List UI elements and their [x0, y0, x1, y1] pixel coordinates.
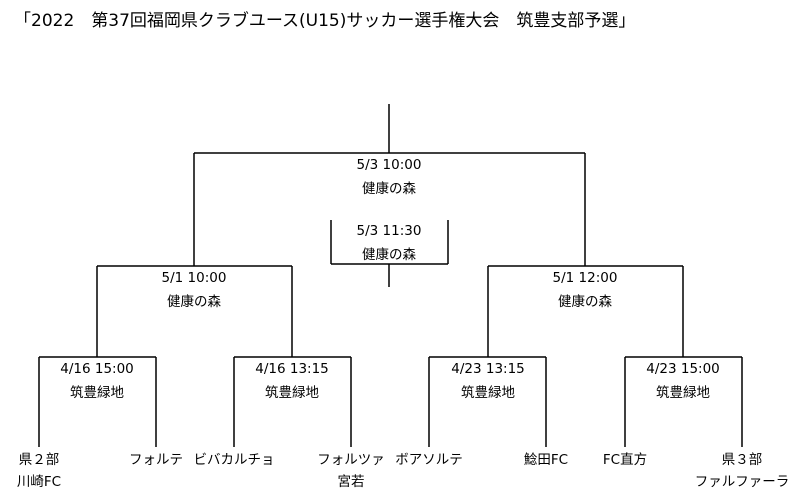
- team-4-line2: 宮若: [337, 474, 365, 490]
- semi-right-venue: 健康の森: [558, 294, 612, 310]
- final-venue: 健康の森: [362, 181, 416, 197]
- page-title: 「2022 第37回福岡県クラブユース(U15)サッカー選手権大会 筑豊支部予選…: [14, 11, 636, 31]
- final-time: 5/3 10:00: [356, 157, 422, 173]
- team-2-line1: フォルテ: [129, 452, 183, 468]
- r1-4-time: 4/23 15:00: [646, 361, 720, 377]
- team-5: ボアソルテ: [395, 449, 463, 471]
- team-8: 県３部 ファルファーラ: [695, 449, 790, 493]
- semi-left-time: 5/1 10:00: [161, 270, 227, 286]
- third-place-venue: 健康の森: [362, 247, 416, 263]
- team-4: フォルツァ 宮若: [317, 449, 385, 493]
- team-6-line1: 鯰田FC: [523, 452, 569, 468]
- team-1-line1: 県２部: [18, 452, 60, 468]
- team-1: 県２部 川崎FC: [17, 449, 61, 493]
- r1-2-time: 4/16 13:15: [255, 361, 329, 377]
- team-4-line1: フォルツァ: [317, 452, 385, 468]
- semi-left-venue: 健康の森: [167, 294, 221, 310]
- team-1-line2: 川崎FC: [16, 474, 62, 490]
- team-8-line1: 県３部: [721, 452, 763, 468]
- third-place-time: 5/3 11:30: [356, 223, 422, 239]
- team-7: FC直方: [603, 449, 647, 471]
- r1-3-time: 4/23 13:15: [451, 361, 525, 377]
- team-7-line1: FC直方: [602, 452, 648, 468]
- team-6: 鯰田FC: [524, 449, 568, 471]
- semi-right-time: 5/1 12:00: [552, 270, 618, 286]
- team-3-line1: ビバカルチョ: [193, 452, 275, 468]
- team-5-line1: ボアソルテ: [395, 452, 463, 468]
- r1-1-time: 4/16 15:00: [60, 361, 134, 377]
- r1-2-venue: 筑豊緑地: [265, 385, 319, 401]
- r1-1-venue: 筑豊緑地: [70, 385, 124, 401]
- team-8-line2: ファルファーラ: [694, 474, 790, 490]
- r1-4-venue: 筑豊緑地: [656, 385, 710, 401]
- team-3: ビバカルチョ: [194, 449, 275, 471]
- team-2: フォルテ: [129, 449, 183, 471]
- r1-3-venue: 筑豊緑地: [461, 385, 515, 401]
